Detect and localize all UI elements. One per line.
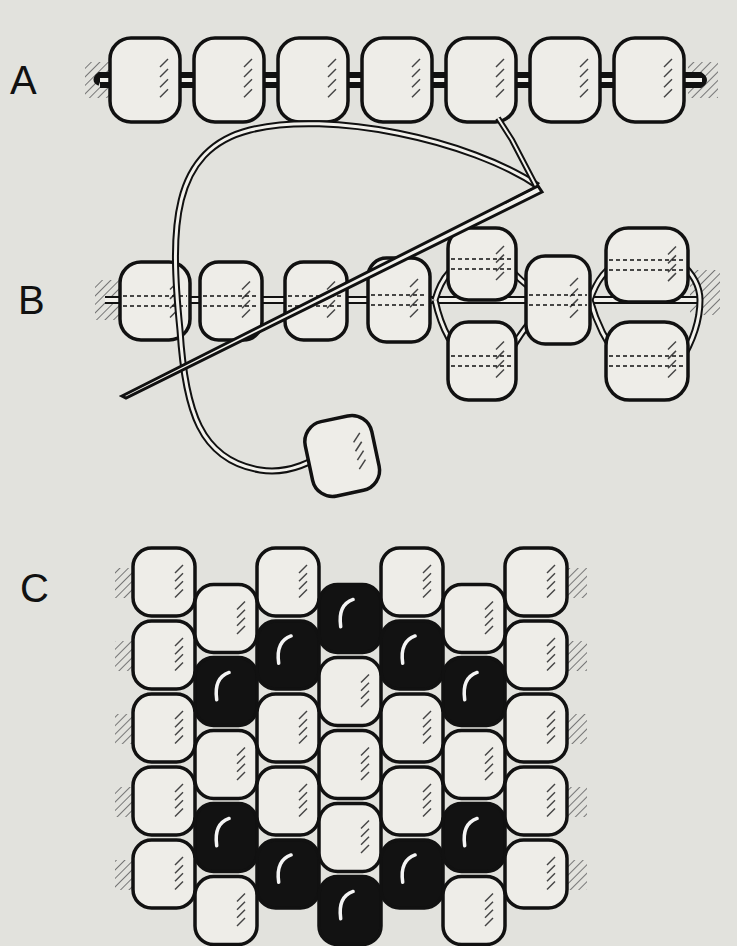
bead — [381, 548, 443, 616]
bead — [110, 38, 180, 122]
bead — [278, 38, 348, 122]
bead — [505, 694, 567, 762]
bead — [133, 767, 195, 835]
bead — [195, 731, 257, 799]
bead — [200, 262, 262, 340]
bead — [319, 804, 381, 872]
figure-letter: A — [10, 60, 37, 100]
bead — [381, 840, 443, 908]
bead — [505, 621, 567, 689]
bead — [381, 621, 443, 689]
bead — [133, 840, 195, 908]
bead — [614, 38, 684, 122]
bead — [381, 767, 443, 835]
bead — [195, 585, 257, 653]
bead — [319, 731, 381, 799]
bead — [257, 767, 319, 835]
bead — [505, 548, 567, 616]
bead — [530, 38, 600, 122]
bead — [448, 228, 516, 300]
bead — [257, 621, 319, 689]
bead — [443, 658, 505, 726]
bead — [257, 548, 319, 616]
bead — [443, 804, 505, 872]
bead — [446, 38, 516, 122]
bead — [505, 767, 567, 835]
bead — [606, 322, 688, 400]
bead — [319, 585, 381, 653]
bead — [194, 38, 264, 122]
figure-letter: C — [20, 568, 49, 608]
bead — [133, 694, 195, 762]
bead — [195, 658, 257, 726]
bead — [381, 694, 443, 762]
bead — [526, 256, 590, 344]
bead — [448, 322, 516, 400]
bead — [257, 840, 319, 908]
bead — [443, 877, 505, 945]
bead — [133, 548, 195, 616]
bead — [319, 877, 381, 945]
bead — [301, 412, 383, 500]
bead — [195, 877, 257, 945]
bead — [505, 840, 567, 908]
bead — [133, 621, 195, 689]
bead — [443, 731, 505, 799]
bead — [362, 38, 432, 122]
bead — [606, 228, 688, 302]
bead — [319, 658, 381, 726]
loose-bead — [301, 412, 383, 500]
figure-letter: B — [18, 280, 45, 320]
bead — [443, 585, 505, 653]
bead — [257, 694, 319, 762]
bead — [195, 804, 257, 872]
